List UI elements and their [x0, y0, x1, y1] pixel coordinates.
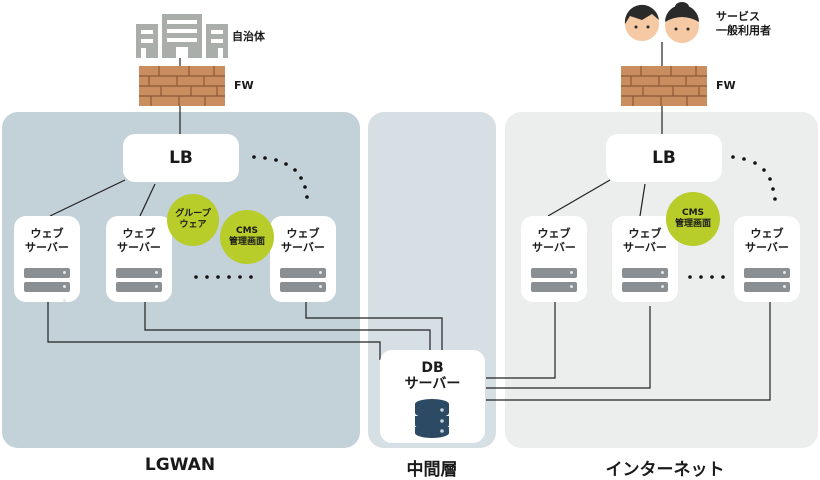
db-server: DB サーバー	[380, 350, 485, 443]
server-rack-icon	[280, 268, 326, 278]
server-rack-icon	[622, 268, 668, 278]
internet-label: インターネット	[605, 460, 725, 480]
server-rack-icon	[116, 282, 162, 292]
firewall-left-icon	[139, 66, 225, 106]
server-rack-icon	[116, 268, 162, 278]
web-server-label: ウェブ サーバー	[281, 227, 325, 254]
middle-label: 中間層	[406, 460, 458, 480]
web-server-internet-3: ウェブ サーバー	[734, 216, 800, 302]
lgwan-label: LGWAN	[144, 455, 216, 475]
server-rack-icon	[744, 268, 790, 278]
web-server-label: ウェブ サーバー	[532, 227, 576, 254]
firewall-right-icon	[621, 66, 707, 106]
municipality-label: 自治体	[232, 30, 265, 43]
web-server-label: ウェブ サーバー	[745, 227, 789, 254]
db-server-label: DB サーバー	[404, 360, 461, 392]
firewall-right-label: FW	[716, 79, 736, 92]
server-rack-icon	[531, 282, 577, 292]
web-server-internet-2: ウェブ サーバー	[612, 216, 678, 302]
server-rack-icon	[622, 282, 668, 292]
lb-internet: LB	[606, 134, 722, 182]
firewall-left-label: FW	[234, 79, 254, 92]
web-server-label: ウェブ サーバー	[117, 227, 161, 254]
server-rack-icon	[24, 282, 70, 292]
database-icon	[415, 399, 449, 438]
government-building-icon	[136, 14, 228, 58]
web-server-lgwan-1: ウェブ サーバー	[14, 216, 80, 302]
users-label: サービス 一般利用者	[716, 10, 771, 37]
cms-badge-lgwan: CMS 管理画面	[220, 210, 274, 264]
cms-badge-internet: CMS 管理画面	[666, 192, 720, 246]
server-rack-icon	[24, 268, 70, 278]
groupware-badge: グループ ウェア	[167, 194, 219, 246]
web-server-label: ウェブ サーバー	[623, 227, 667, 254]
web-server-label: ウェブ サーバー	[25, 227, 69, 254]
lb-lgwan: LB	[123, 134, 239, 182]
users-icon	[624, 2, 699, 43]
web-server-lgwan-2: ウェブ サーバー	[106, 216, 172, 302]
server-rack-icon	[744, 282, 790, 292]
web-server-internet-1: ウェブ サーバー	[521, 216, 587, 302]
server-rack-icon	[531, 268, 577, 278]
web-server-lgwan-3: ウェブ サーバー	[270, 216, 336, 302]
server-rack-icon	[280, 282, 326, 292]
